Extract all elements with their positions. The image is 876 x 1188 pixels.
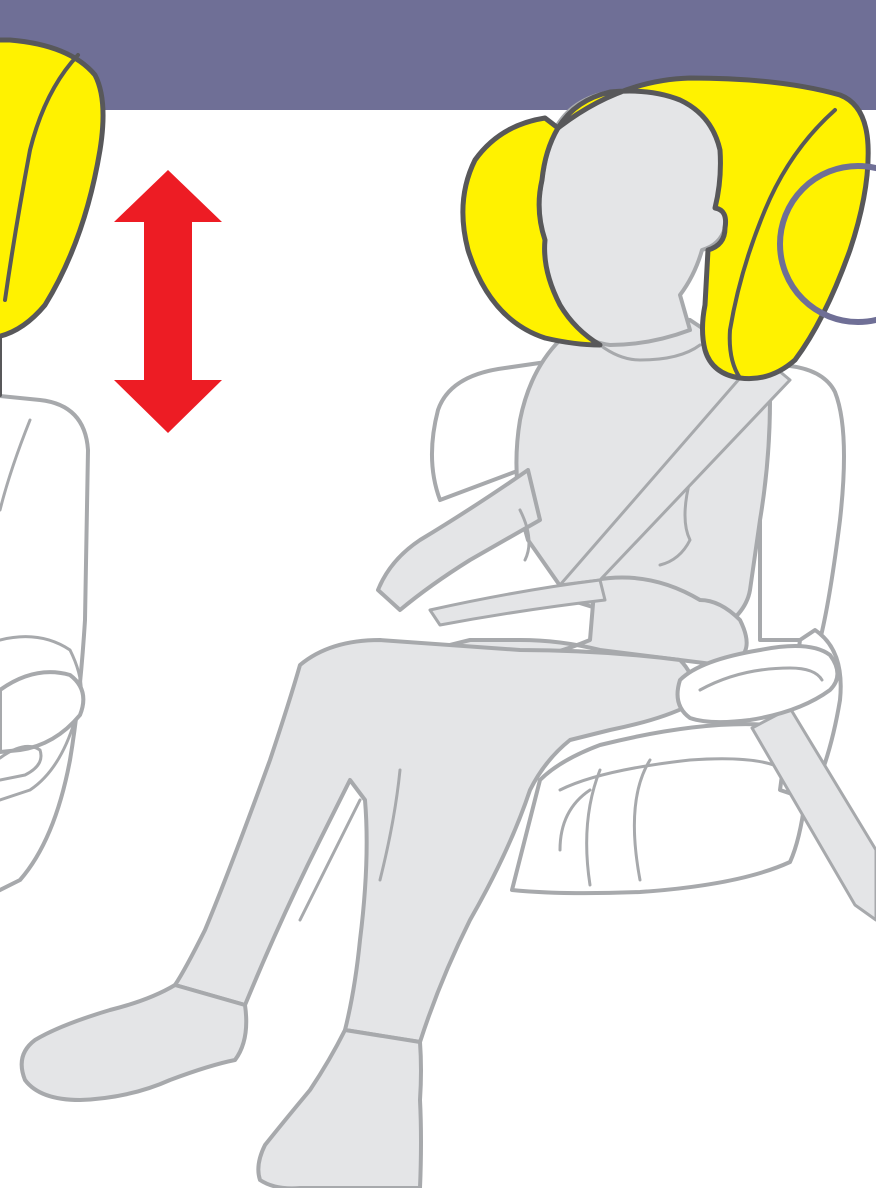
child-head	[538, 91, 725, 345]
left-headrest	[0, 40, 103, 338]
child-shoe-right	[258, 1030, 421, 1188]
double-vertical-arrow-icon	[114, 170, 222, 433]
child-figure	[22, 91, 770, 1188]
lap-belt	[430, 580, 605, 625]
child-shoe-left	[22, 985, 247, 1100]
right-seat-backrest-right	[760, 365, 844, 640]
left-seat	[0, 395, 88, 895]
